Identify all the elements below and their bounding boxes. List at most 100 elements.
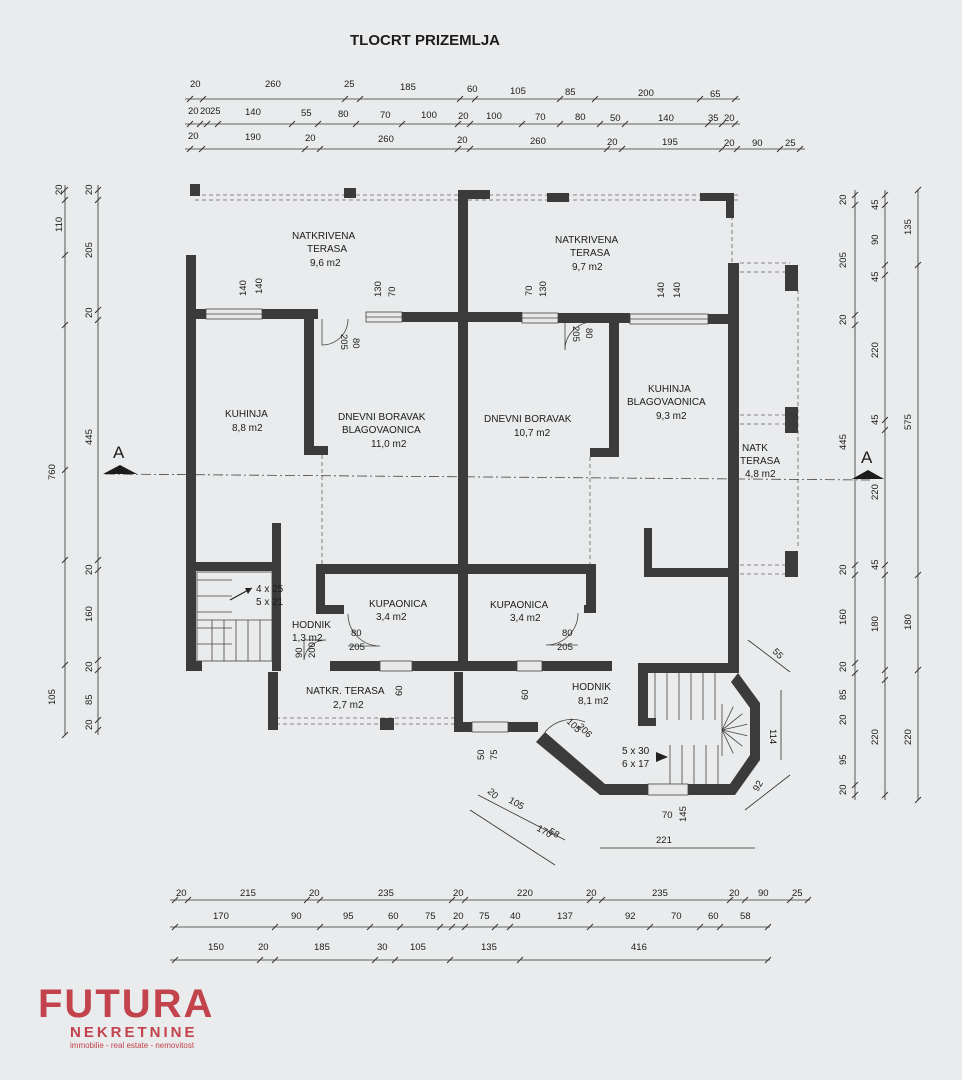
dim-tick [731, 95, 739, 103]
section-marker-left: A [113, 443, 125, 462]
dim-right2-1: 90 [870, 234, 881, 245]
dim-top2-7: 100 [421, 110, 437, 121]
dim-bot3-0: 150 [208, 942, 224, 953]
dim-right2-6: 45 [870, 559, 881, 570]
dim-bot2-2: 95 [343, 911, 354, 922]
room-terasa1-line2: TERASA [307, 244, 347, 255]
dim-tick [596, 120, 604, 128]
dim-top3-10: 25 [785, 138, 796, 149]
room-natk-line2: TERASA [740, 456, 780, 467]
dim-tick [881, 571, 889, 579]
dim-top3-1: 190 [245, 132, 261, 143]
dim-top2-0: 20 [188, 106, 199, 117]
dim-bot2-1: 90 [291, 911, 302, 922]
room-dnevni1-line2: BLAGOVAONICA [342, 425, 421, 436]
dim-tick [61, 556, 69, 564]
room-kupaonica1: KUPAONICA [369, 599, 427, 610]
dim-tick [461, 896, 469, 904]
stair2-steps-b: 6 x 17 [622, 759, 650, 770]
dim-bot3-2: 185 [314, 942, 330, 953]
room-terasa2-line2: TERASA [570, 248, 610, 259]
dim-tick [61, 196, 69, 204]
dim-tick [288, 120, 296, 128]
dim-tick [184, 896, 192, 904]
dim-top1-5: 105 [510, 86, 526, 97]
dim-top1-4: 60 [467, 84, 478, 95]
dim-tick [171, 956, 179, 964]
dim-open-12: 80 [351, 628, 362, 639]
dim-open-9: 205 [570, 326, 581, 342]
dim-bot2-0: 170 [213, 911, 229, 922]
dim-top2-11: 80 [575, 112, 586, 123]
dim-left1-5: 20 [84, 564, 95, 575]
dim-tick [881, 426, 889, 434]
dim-top2-9: 100 [486, 111, 502, 122]
dim-tick [94, 726, 102, 734]
dim-right1-3: 445 [838, 434, 849, 450]
dim-tick [316, 145, 324, 153]
room-labels: NATKRIVENA TERASA 9,6 m2 NATKRIVENA TERA… [225, 231, 780, 770]
stair2-steps-a: 5 x 30 [622, 746, 650, 757]
dim-tick [851, 669, 859, 677]
dim-bot2-7: 40 [510, 911, 521, 922]
dim-open-10: 140 [656, 282, 667, 298]
company-logo: FUTURA NEKRETNINE immobilie - real estat… [30, 982, 260, 1052]
dim-top2-6: 70 [380, 110, 391, 121]
dim-tick [718, 120, 726, 128]
room-dnevni1-area: 11,0 m2 [371, 439, 407, 450]
dim-tick [881, 561, 889, 569]
dim-top2-14: 35 [708, 113, 719, 124]
dim-tick [518, 120, 526, 128]
dim-bot1-0: 20 [176, 888, 187, 899]
dim-top1-6: 85 [565, 87, 576, 98]
dim-right1-8: 20 [838, 714, 849, 725]
dim-tick [271, 956, 279, 964]
room-kuhinja2-area: 9,3 m2 [656, 411, 687, 422]
logo-main: FUTURA [38, 982, 215, 1026]
dim-top1-7: 200 [638, 88, 654, 99]
stair-winder [721, 729, 743, 747]
stair-right [654, 673, 748, 784]
dim-tick [214, 120, 222, 128]
room-kupaonica2: KUPAONICA [490, 600, 548, 611]
dim-tick [94, 306, 102, 314]
dim-tick [603, 145, 611, 153]
dim-tick [704, 120, 712, 128]
room-natkr-terasa-area: 2,7 m2 [333, 700, 364, 711]
dim-top2-5: 80 [338, 109, 349, 120]
dim-bot1-2: 20 [309, 888, 320, 899]
dim-top2-3: 140 [245, 107, 261, 118]
dim-right1-2: 20 [838, 314, 849, 325]
dim-left1-7: 20 [84, 661, 95, 672]
dim-tick [366, 923, 374, 931]
dim-open-22: 75 [489, 749, 500, 760]
dim-tick [881, 676, 889, 684]
dim-tick [586, 923, 594, 931]
dim-open-24: 70 [662, 810, 673, 821]
dim-open-13: 205 [349, 642, 365, 653]
dim-bot2-4: 75 [425, 911, 436, 922]
dim-open-25: 145 [678, 806, 689, 822]
room-kupaonica1-area: 3,4 m2 [376, 612, 407, 623]
dim-right1-10: 20 [838, 784, 849, 795]
dim-tick [851, 561, 859, 569]
stair-left [196, 571, 273, 662]
dim-top2-15: 20 [724, 113, 735, 124]
dim-tick [851, 781, 859, 789]
dim-tick [881, 191, 889, 199]
dim-bot1-3: 235 [378, 888, 394, 899]
room-dnevni1-line1: DNEVNI BORAVAK [338, 412, 426, 423]
dim-open-32: 58 [547, 826, 562, 841]
dim-tick [454, 120, 462, 128]
dim-tick [696, 95, 704, 103]
dim-top2-13: 140 [658, 113, 674, 124]
dim-tick [851, 791, 859, 799]
dim-tick [466, 145, 474, 153]
dim-open-2: 130 [373, 281, 384, 297]
dim-tick [341, 95, 349, 103]
dim-tick [914, 186, 922, 194]
dim-tick [61, 466, 69, 474]
dim-tick [61, 731, 69, 739]
dim-top2-10: 70 [535, 112, 546, 123]
